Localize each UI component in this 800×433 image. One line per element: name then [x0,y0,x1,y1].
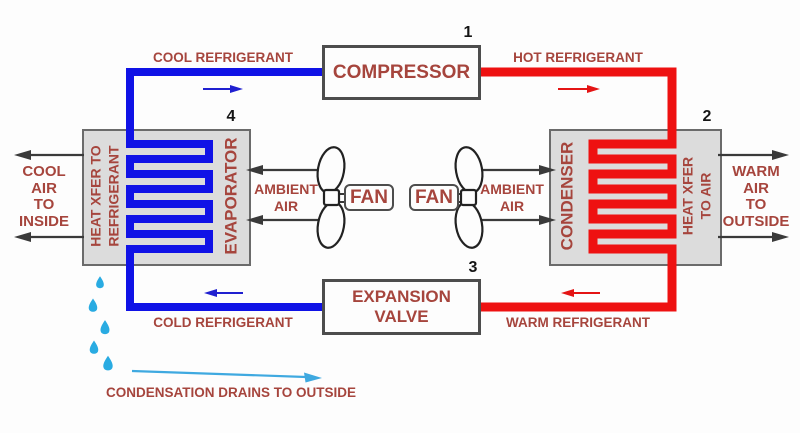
evaporator-side-label: HEAT XFER TO REFRIGERANT [87,130,123,263]
hot-flow-arrow [558,85,600,93]
warm-flow-arrow [561,289,600,297]
warm-air-arrows [718,150,789,242]
ambient-air-left-label: AMBIENT AIR [248,181,324,215]
warm-air-label: WARM AIR TO OUTSIDE [716,163,796,230]
cool-air-line2: AIR [31,179,57,197]
cool-air-line1: COOL [22,163,66,180]
cool-flow-arrow [203,85,243,93]
ambient-left-line1: AMBIENT [254,181,318,197]
fan-right-propeller-icon [453,146,484,249]
expansion-valve-label-line2: VALVE [374,307,429,326]
warm-refrigerant-label: WARM REFRIGERANT [506,315,650,330]
warm-air-line2: AIR [743,179,769,197]
evaporator-side-line2: REFRIGERANT [105,145,122,247]
fan-left-label: FAN [350,186,388,208]
warm-air-line1: WARM [732,163,780,180]
expansion-valve-number: 3 [468,259,478,276]
evaporator-side-line1: HEAT XFER TO [87,145,104,247]
cold-flow-arrow [204,289,243,297]
fan-left-propeller-icon [316,146,347,249]
compressor-block: COMPRESSOR [322,45,481,100]
ambient-right-line1: AMBIENT [480,181,544,197]
cool-refrigerant-pipe [126,68,322,311]
cool-air-arrows [14,150,84,242]
compressor-label: COMPRESSOR [332,61,471,83]
expansion-valve-label-line1: EXPANSION [352,287,451,306]
ambient-right-line2: AIR [499,198,525,214]
condenser-side-label: HEAT XFER TO AIR [679,130,715,263]
condenser-name-label: CONDENSER [557,141,577,251]
warm-air-line4: OUTSIDE [722,212,790,230]
evaporator-box [82,129,251,266]
condensation-drain-arrow [131,369,322,383]
condensation-caption: CONDENSATION DRAINS TO OUTSIDE [105,385,356,400]
evaporator-name-label: EVAPORATOR [221,137,241,255]
fan-right-label: FAN [415,186,453,208]
cool-air-line4: INSIDE [18,212,69,230]
cool-refrigerant-label: COOL REFRIGERANT [152,50,293,65]
ambient-left-line2: AIR [273,198,299,214]
warm-air-line3: TO [745,196,767,213]
cool-air-label: COOL AIR TO INSIDE [4,163,84,230]
ambient-air-right-label: AMBIENT AIR [474,181,550,215]
compressor-number: 1 [463,24,473,41]
hot-refrigerant-label: HOT REFRIGERANT [513,50,643,65]
condenser-side-line2: TO AIR [697,172,714,220]
condensation-droplets-icon [88,276,113,371]
fan-right-block: FAN [409,184,459,211]
condenser-box [549,129,722,266]
condenser-side-line1: HEAT XFER [679,156,696,236]
condenser-number: 2 [702,108,712,125]
fan-left-block: FAN [344,184,394,211]
expansion-valve-block: EXPANSION VALVE [322,279,481,335]
hot-refrigerant-pipe [481,67,677,312]
cold-refrigerant-label: COLD REFRIGERANT [153,315,293,330]
cool-air-line3: TO [33,196,55,213]
evaporator-number: 4 [226,108,236,125]
